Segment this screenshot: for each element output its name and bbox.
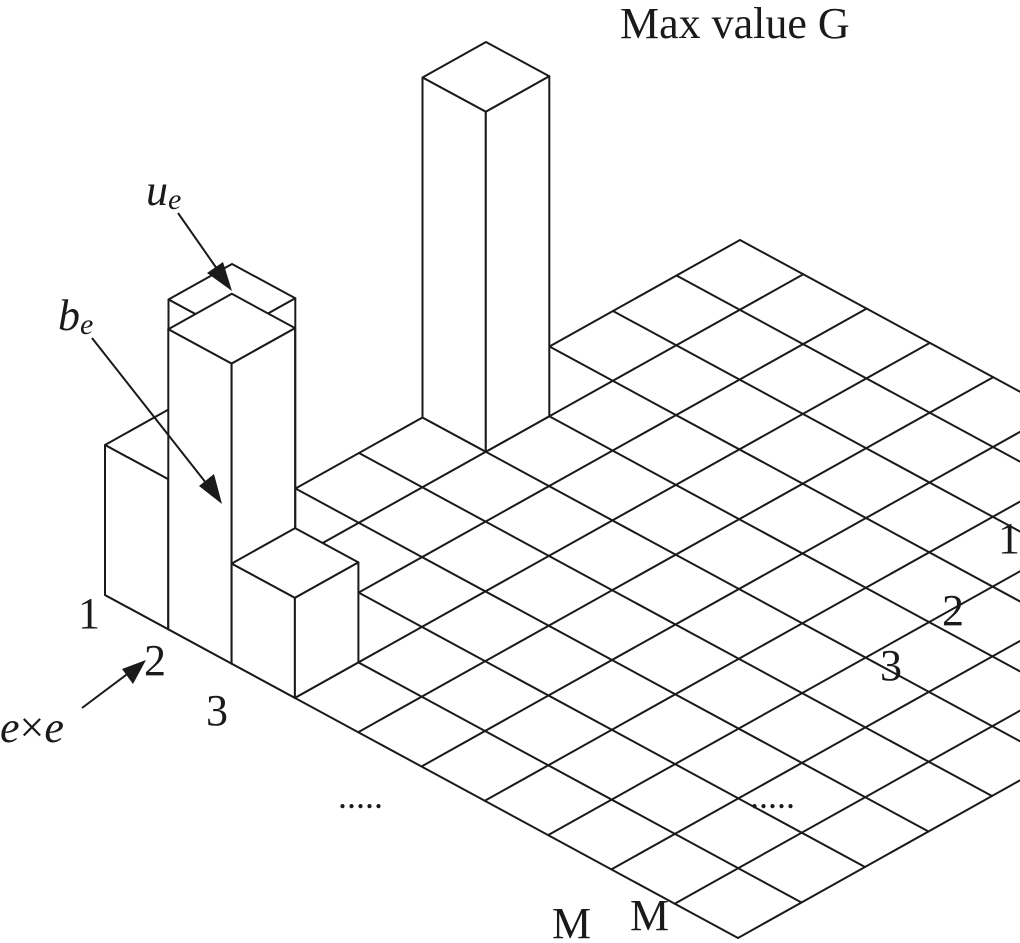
grid-column-line: [675, 274, 1020, 463]
grid-column-line: [739, 239, 1020, 393]
right-axis-tick-m: M: [630, 891, 669, 940]
top-cell-label: ue: [146, 166, 181, 216]
grid-row-line: [737, 779, 1020, 939]
base-cell-label: be: [58, 291, 93, 341]
grid-column-line: [485, 381, 1020, 673]
base-cell-arrow: [91, 337, 211, 489]
base-cell-arrowhead: [199, 474, 222, 504]
left-axis-tick-3: 3: [206, 686, 228, 735]
grid-column-line: [358, 452, 993, 797]
columns: [104, 41, 551, 699]
top-cell-arrow: [177, 212, 223, 277]
cell-size-label: e×e: [0, 703, 64, 752]
base-grid: [104, 239, 1020, 939]
left-axis-ellipsis: .....: [338, 776, 383, 816]
column-base: [230, 527, 360, 699]
column-left-face: [421, 76, 487, 453]
grid-row-line: [483, 500, 1020, 802]
left-axis-tick-2: 2: [144, 636, 166, 685]
right-axis-ellipsis: .....: [750, 776, 795, 816]
left-axis-tick-1: 1: [78, 589, 100, 638]
column-left-face: [167, 328, 233, 665]
top-cell-arrowhead: [207, 262, 232, 291]
column-max-value: [421, 41, 551, 453]
grid-column-line: [612, 310, 1020, 533]
max-value-label: Max value G: [620, 0, 850, 48]
cell-size-arrow: [81, 671, 131, 709]
left-axis-tick-m: M: [552, 899, 591, 943]
column-front-face: [293, 561, 360, 699]
column-front-face: [484, 75, 551, 453]
cell-size-arrowhead: [122, 660, 146, 684]
grid-column-line: [421, 416, 1020, 743]
right-axis-tick-3: 3: [880, 641, 902, 690]
right-axis-tick-2: 2: [942, 586, 964, 635]
grid-row-line: [673, 709, 1020, 905]
right-axis-tick-1: 1: [998, 514, 1020, 563]
grid-column-line: [548, 345, 1020, 603]
grid-column-line: [294, 487, 930, 833]
